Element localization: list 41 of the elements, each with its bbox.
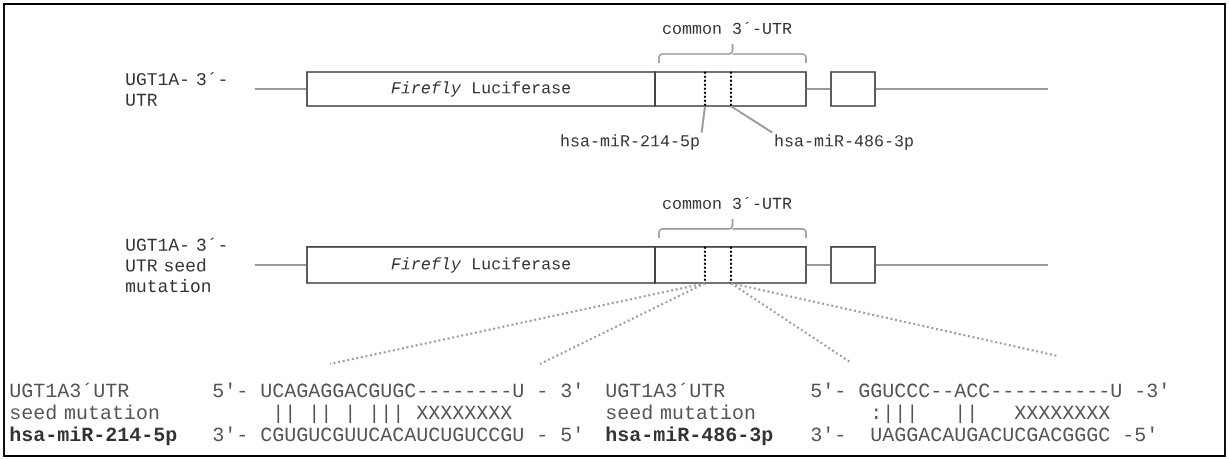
zoom-line [730, 282, 1059, 358]
mirna-label: hsa-miR-486-3p [775, 134, 913, 150]
construct-label: UGT1A- 3´-UTR [126, 72, 226, 106]
region-label: common 3´-UTR [663, 22, 792, 34]
mirna-name: hsa-miR-486-3p [606, 426, 773, 446]
sequence-text: UAGGACAUGACUCGACGGGC -5' [871, 426, 1154, 442]
utr-box [654, 246, 807, 284]
pairing-text: || || | ||| XXXXXXXX [277, 404, 512, 424]
gene-box: Firefly Luciferase [306, 71, 656, 107]
sequence-label: UGT1A3´UTR seed mutation [10, 382, 159, 420]
backbone-line [805, 264, 832, 266]
utr-box [654, 71, 807, 107]
sequence-text: 5'- GGUCCC--ACC----------U -3' [811, 382, 1166, 398]
mirna-name: hsa-miR-214-5p [10, 426, 177, 446]
zoom-line [539, 282, 706, 365]
site-marker [703, 71, 707, 107]
backbone-line [254, 264, 308, 266]
backbone-line [874, 88, 1049, 90]
sequence-text: 3'- CGUGUCGUUCACAUCUGUCCGU - 5' [213, 426, 580, 442]
sequence-text: 3'- [811, 426, 843, 442]
zoom-line [730, 282, 851, 363]
exon-box [830, 246, 876, 284]
construct-label: UGT1A- 3´-UTR seed mutation [126, 237, 226, 293]
leader-line [700, 105, 706, 134]
backbone-line [874, 264, 1049, 266]
site-marker [703, 246, 707, 284]
mirna-label: hsa-miR-214-5p [561, 134, 699, 150]
backbone-line [254, 88, 308, 90]
backbone-line [805, 88, 832, 90]
leader-line [730, 105, 774, 134]
gene-box: Firefly Luciferase [306, 246, 656, 284]
site-marker [729, 71, 733, 107]
site-marker [729, 246, 733, 284]
pairing-text: || [959, 404, 974, 424]
pairing-text: XXXXXXXX [1014, 405, 1110, 419]
exon-box [830, 71, 876, 107]
sequence-text: 5'- UCAGAGGACGUGC--------U - 3' [213, 382, 580, 398]
region-label: common 3´-UTR [663, 196, 792, 209]
sequence-label: UGT1A3´UTR seed mutation [606, 382, 755, 420]
zoom-line [329, 282, 706, 366]
pairing-text: :||| [875, 404, 914, 424]
